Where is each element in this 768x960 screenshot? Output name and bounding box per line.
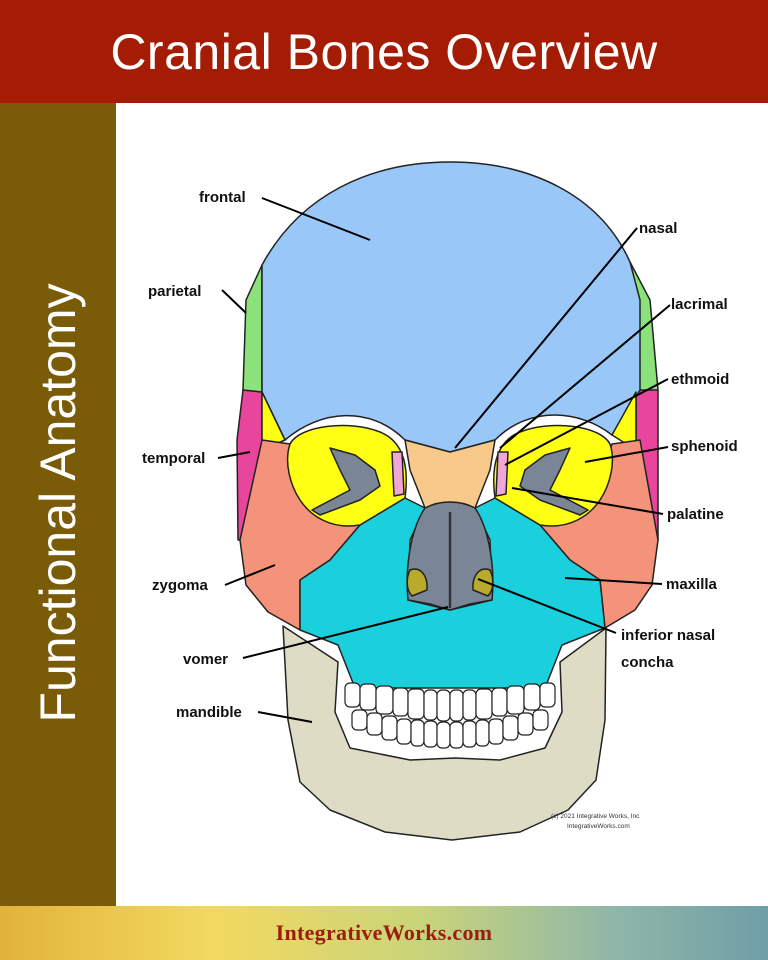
header-bar: Cranial Bones Overview: [0, 0, 768, 103]
label-concha: concha: [621, 654, 674, 671]
footer-brand: IntegrativeWorks.com: [275, 920, 493, 945]
orbital-fissure-right: [519, 447, 589, 516]
leader-lines: [217, 197, 671, 723]
frontal-bone: [261, 161, 641, 453]
inferior-nasal-concha-left: [406, 568, 428, 597]
orbital-fissure-left: [311, 447, 381, 516]
skull-diagram: frontal parietal temporal zygoma vomer m…: [142, 161, 738, 841]
label-lacrimal: lacrimal: [671, 296, 728, 313]
copyright-line-1: (c) 2021 Integrative Works, Inc: [551, 813, 640, 820]
label-mandible: mandible: [176, 704, 242, 721]
skull-diagram-panel: frontal parietal temporal zygoma vomer m…: [116, 103, 768, 906]
nasal-bone: [404, 439, 496, 509]
page-title: Cranial Bones Overview: [110, 23, 658, 80]
teeth: [344, 682, 556, 749]
inferior-nasal-concha-right: [472, 568, 494, 597]
label-parietal: parietal: [148, 283, 201, 300]
lacrimal-bone-right: [495, 451, 509, 497]
label-ethmoid: ethmoid: [671, 371, 729, 388]
label-sphenoid: sphenoid: [671, 438, 738, 455]
parietal-bone-left: [242, 264, 263, 393]
label-maxilla: maxilla: [666, 576, 718, 593]
sidebar-title: Functional Anatomy: [30, 283, 86, 723]
label-zygoma: zygoma: [152, 577, 209, 594]
label-palatine: palatine: [667, 506, 724, 523]
copyright-line-2: IntegrativeWorks.com: [567, 823, 630, 830]
lacrimal-bone-left: [391, 451, 405, 497]
label-inferior-nasal: inferior nasal: [621, 627, 715, 644]
sidebar-band: Functional Anatomy: [0, 103, 116, 906]
footer-bar: IntegrativeWorks.com: [0, 906, 768, 960]
label-frontal: frontal: [199, 189, 246, 206]
label-temporal: temporal: [142, 450, 205, 467]
label-vomer: vomer: [183, 651, 228, 668]
label-nasal: nasal: [639, 220, 677, 237]
